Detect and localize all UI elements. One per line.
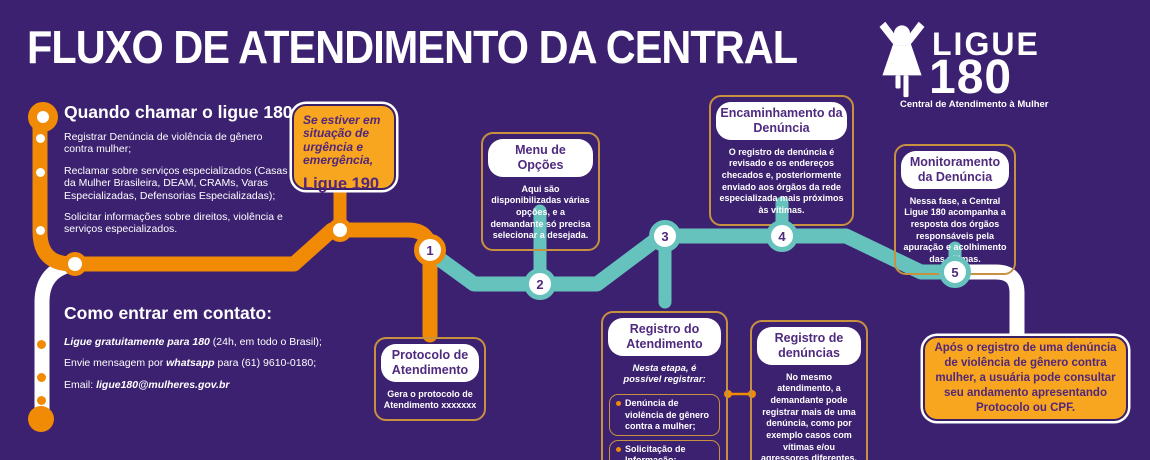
registro-atendimento-intro: Nesta etapa, é possível registrar: [623,362,706,386]
rail-dot-orange-1 [37,340,46,349]
step-number: 1 [426,242,434,258]
page-title: FLUXO DE ATENDIMENTO DA CENTRAL [27,21,798,73]
rail-dot-orange-3 [37,396,46,405]
when-to-call-list: Registrar Denúncia de violência de gêner… [64,131,294,245]
contact-item-text: Envie mensagem por whatsapp para (61) 96… [64,357,317,370]
emergency-highlight: Ligue 190 [303,174,380,193]
encaminhamento-box-body: O registro de denúncia é revisado e os e… [719,146,844,215]
logo-text-180: 180 [929,51,1013,104]
ligue180-logo: LIGUE 180 Central de Atendimento à Mulhe… [855,4,1105,116]
registro-option-text: Denúncia de violência de gênero contra a… [625,398,710,431]
when-to-call-item-text: Registrar Denúncia de violência de gêner… [64,131,263,156]
consulta-box: Após o registro de uma denúncia de violê… [923,336,1128,421]
rail-dot-white-2 [36,168,45,177]
emergency-box: Se estiver em situação de urgência e eme… [292,104,396,193]
logo-text-ligue: LIGUE [932,26,1040,62]
when-to-call-item: Registrar Denúncia de violência de gêner… [64,131,294,156]
registro-option: Denúncia de violência de gênero contra a… [609,394,720,436]
when-to-call-item-text: Solicitar informações sobre direitos, vi… [64,210,283,236]
step-badge-4: 4 [766,220,798,252]
protocolo-box-title: Protocolo de Atendimento [381,344,479,382]
bullet-dot-icon [616,447,621,452]
contact-item: Email: ligue180@mulheres.gov.br [64,379,336,391]
end-node [28,406,54,432]
encaminhamento-box: Encaminhamento da Denúncia O registro de… [709,95,854,226]
rail-dot-white-1 [36,134,45,143]
registro-atendimento-title: Registro do Atendimento [608,318,721,356]
contact-list: Ligue gratuitamente para 180 (24h, em to… [64,336,336,400]
when-to-call-heading: Quando chamar o ligue 180? [64,102,304,122]
rail-dot-white-3 [36,226,45,235]
emergency-text: Se estiver em situação de urgência e eme… [303,113,381,168]
registro-denuncias-box: Registro de denúncias No mesmo atendimen… [750,320,868,460]
registro-option-text: Solicitação de Informação; [625,444,686,460]
menu-box: Menu de Opções Aqui são disponibilizadas… [481,132,600,251]
step-badge-3: 3 [649,220,681,252]
contact-item: Ligue gratuitamente para 180 (24h, em to… [64,336,336,348]
registro-denuncias-body: No mesmo atendimento, a demandante pode … [760,371,858,460]
junction-node-2 [328,218,352,242]
step-number: 2 [536,276,544,292]
registro-atendimento-options: Denúncia de violência de gênero contra a… [603,394,726,460]
registro-option: Solicitação de Informação; [609,440,720,460]
contact-item: Envie mensagem por whatsapp para (61) 96… [64,357,336,369]
step-badge-5: 5 [939,256,971,288]
menu-box-title: Menu de Opções [488,139,593,177]
bullet-dot-icon [616,401,621,407]
step-number: 5 [951,264,959,280]
start-node [28,102,58,132]
logo-tagline: Central de Atendimento à Mulher [900,99,1049,110]
contact-item-text: Ligue gratuitamente para 180 (24h, em to… [64,336,322,348]
registro-denuncias-title: Registro de denúncias [757,327,861,365]
when-to-call-item: Solicitar informações sobre direitos, vi… [64,211,294,236]
registro-atendimento-box: Registro do Atendimento Nesta etapa, é p… [601,311,728,460]
woman-silhouette-icon [879,21,925,98]
protocolo-box-body: Gera o protocolo de Atendimento xxxxxxx [383,388,477,411]
rail-dot-orange-2 [37,373,46,382]
junction-node-1 [63,252,87,276]
consulta-text: Após o registro de uma denúncia de violê… [934,342,1117,414]
when-to-call-item-text: Reclamar sobre serviços especializados (… [64,164,288,202]
step-number: 4 [778,228,786,244]
path-white-right [947,264,1025,350]
when-to-call-item: Reclamar sobre serviços especializados (… [64,165,294,202]
protocolo-box: Protocolo de Atendimento Gera o protocol… [374,337,486,421]
step-number: 3 [661,228,669,244]
step-badge-1: 1 [414,234,446,266]
step-badge-2: 2 [524,268,556,300]
contact-heading: Como entrar em contato: [64,303,273,323]
encaminhamento-box-title: Encaminhamento da Denúncia [716,102,847,140]
monitoramento-box-title: Monitoramento da Denúncia [901,151,1009,189]
menu-box-body: Aqui são disponibilizadas várias opções,… [490,183,591,241]
contact-item-text: Email: ligue180@mulheres.gov.br [64,378,230,391]
